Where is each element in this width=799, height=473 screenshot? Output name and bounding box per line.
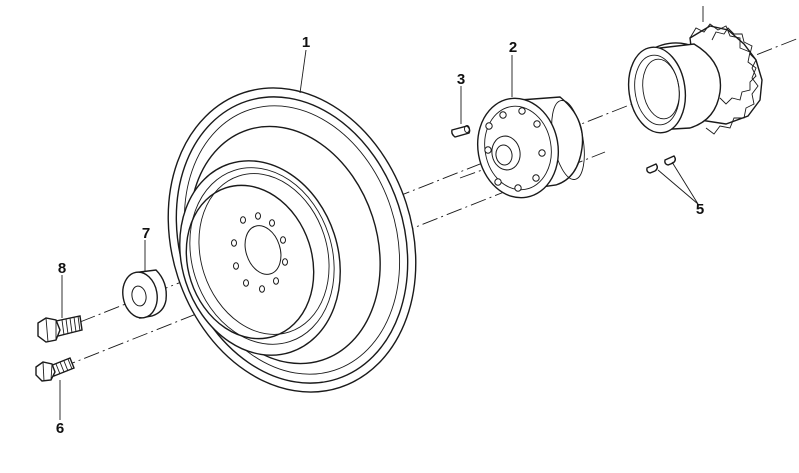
pulley-part — [167, 87, 417, 393]
washer-part — [122, 269, 167, 319]
bolt-long-part — [35, 357, 75, 382]
bolt-short-part — [37, 315, 83, 343]
hub-part — [476, 96, 585, 199]
sprocket-part — [627, 6, 763, 135]
keys-part — [646, 155, 676, 174]
pulley-bolt-holes — [231, 212, 288, 293]
pin-part — [451, 125, 471, 138]
callout-2: 2 — [509, 39, 517, 56]
hub-holes — [484, 107, 546, 192]
callout-8: 8 — [58, 260, 66, 277]
callout-5: 5 — [696, 201, 704, 218]
callout-7: 7 — [142, 225, 150, 242]
leader-lines — [59, 49, 699, 420]
callout-6: 6 — [56, 420, 64, 437]
callout-3: 3 — [457, 71, 465, 88]
callout-labels: 1 2 3 5 6 7 8 — [56, 34, 704, 437]
callout-1: 1 — [302, 34, 310, 51]
